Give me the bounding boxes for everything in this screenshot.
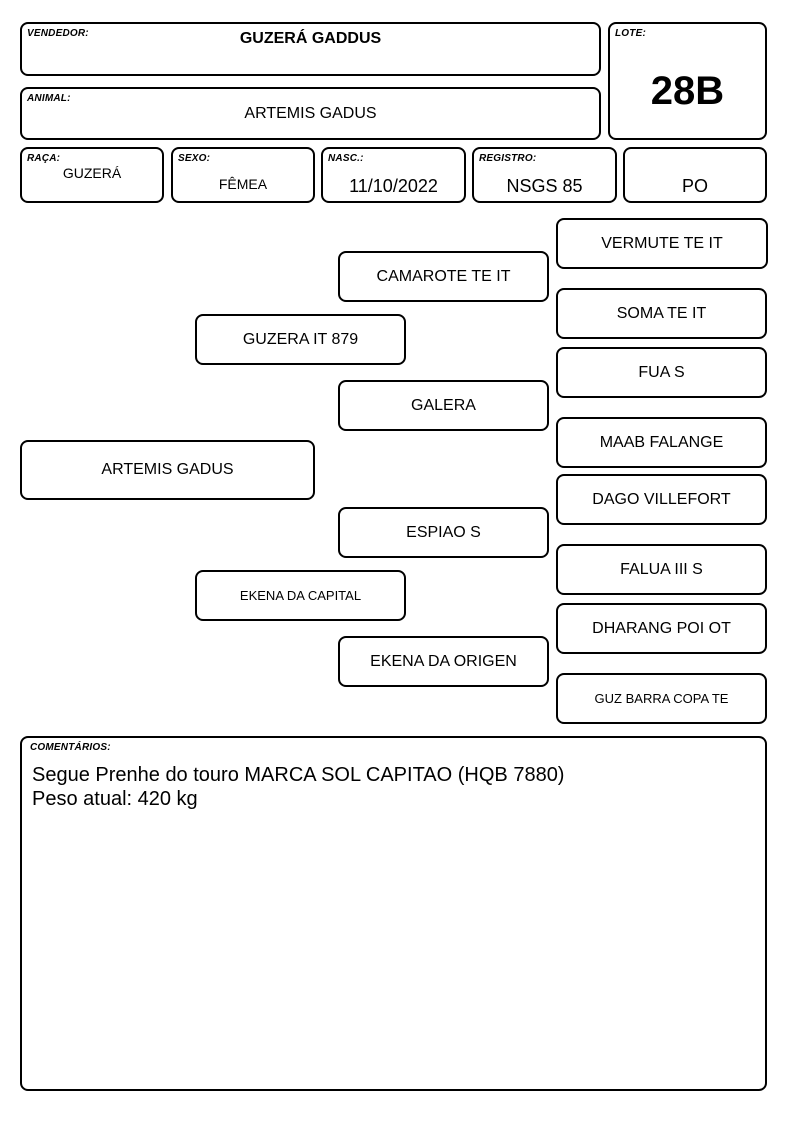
- sexo-box: SEXO: FÊMEA: [171, 147, 315, 203]
- pedigree-ggp-8: GUZ BARRA COPA TE: [556, 673, 767, 724]
- vendedor-value: GUZERÁ GADDUS: [239, 30, 382, 47]
- pedigree-dam-dam: EKENA DA ORIGEN: [338, 636, 549, 687]
- categoria-box: PO: [623, 147, 767, 203]
- animal-box: ANIMAL: ARTEMIS GADUS: [20, 87, 601, 140]
- categoria-value: PO: [681, 176, 708, 196]
- pedigree-ggp-7: DHARANG POI OT: [556, 603, 767, 654]
- lote-value: 28B: [650, 69, 725, 113]
- animal-value: ARTEMIS GADUS: [244, 105, 377, 122]
- sexo-label: SEXO:: [178, 153, 211, 164]
- lote-label: LOTE:: [615, 28, 646, 39]
- pedigree-ggp-2: SOMA TE IT: [556, 288, 767, 339]
- pedigree-ggp-1: VERMUTE TE IT: [556, 218, 768, 269]
- pedigree-sire: GUZERA IT 879: [195, 314, 406, 365]
- sexo-value: FÊMEA: [218, 176, 268, 192]
- comentarios-box: COMENTÁRIOS: Segue Prenhe do touro MARCA…: [20, 736, 767, 1091]
- nasc-label: NASC.:: [328, 153, 364, 164]
- comentarios-text: Segue Prenhe do touro MARCA SOL CAPITAO …: [32, 763, 755, 811]
- pedigree-ggp-4: MAAB FALANGE: [556, 417, 767, 468]
- lote-box: LOTE: 28B: [608, 22, 767, 140]
- pedigree-ggp-6: FALUA III S: [556, 544, 767, 595]
- pedigree-sire-sire: CAMAROTE TE IT: [338, 251, 549, 302]
- raca-value: GUZERÁ: [62, 165, 122, 181]
- pedigree-ggp-3: FUA S: [556, 347, 767, 398]
- pedigree-dam: EKENA DA CAPITAL: [195, 570, 406, 621]
- pedigree-dam-sire: ESPIAO S: [338, 507, 549, 558]
- animal-label: ANIMAL:: [27, 93, 71, 104]
- nasc-box: NASC.: 11/10/2022: [321, 147, 466, 203]
- registro-value: NSGS 85: [506, 176, 583, 196]
- nasc-value: 11/10/2022: [349, 176, 438, 196]
- pedigree-animal: ARTEMIS GADUS: [20, 440, 315, 500]
- registro-box: REGISTRO: NSGS 85: [472, 147, 617, 203]
- vendedor-box: VENDEDOR: GUZERÁ GADDUS: [20, 22, 601, 76]
- raca-label: RAÇA:: [27, 153, 61, 164]
- pedigree-ggp-5: DAGO VILLEFORT: [556, 474, 767, 525]
- pedigree-sire-dam: GALERA: [338, 380, 549, 431]
- comentarios-label: COMENTÁRIOS:: [30, 742, 111, 753]
- comment-line: Segue Prenhe do touro MARCA SOL CAPITAO …: [32, 764, 565, 786]
- registro-label: REGISTRO:: [479, 153, 537, 164]
- raca-box: RAÇA: GUZERÁ: [20, 147, 164, 203]
- vendedor-label: VENDEDOR:: [27, 28, 89, 39]
- comment-line: Peso atual: 420 kg: [32, 788, 198, 810]
